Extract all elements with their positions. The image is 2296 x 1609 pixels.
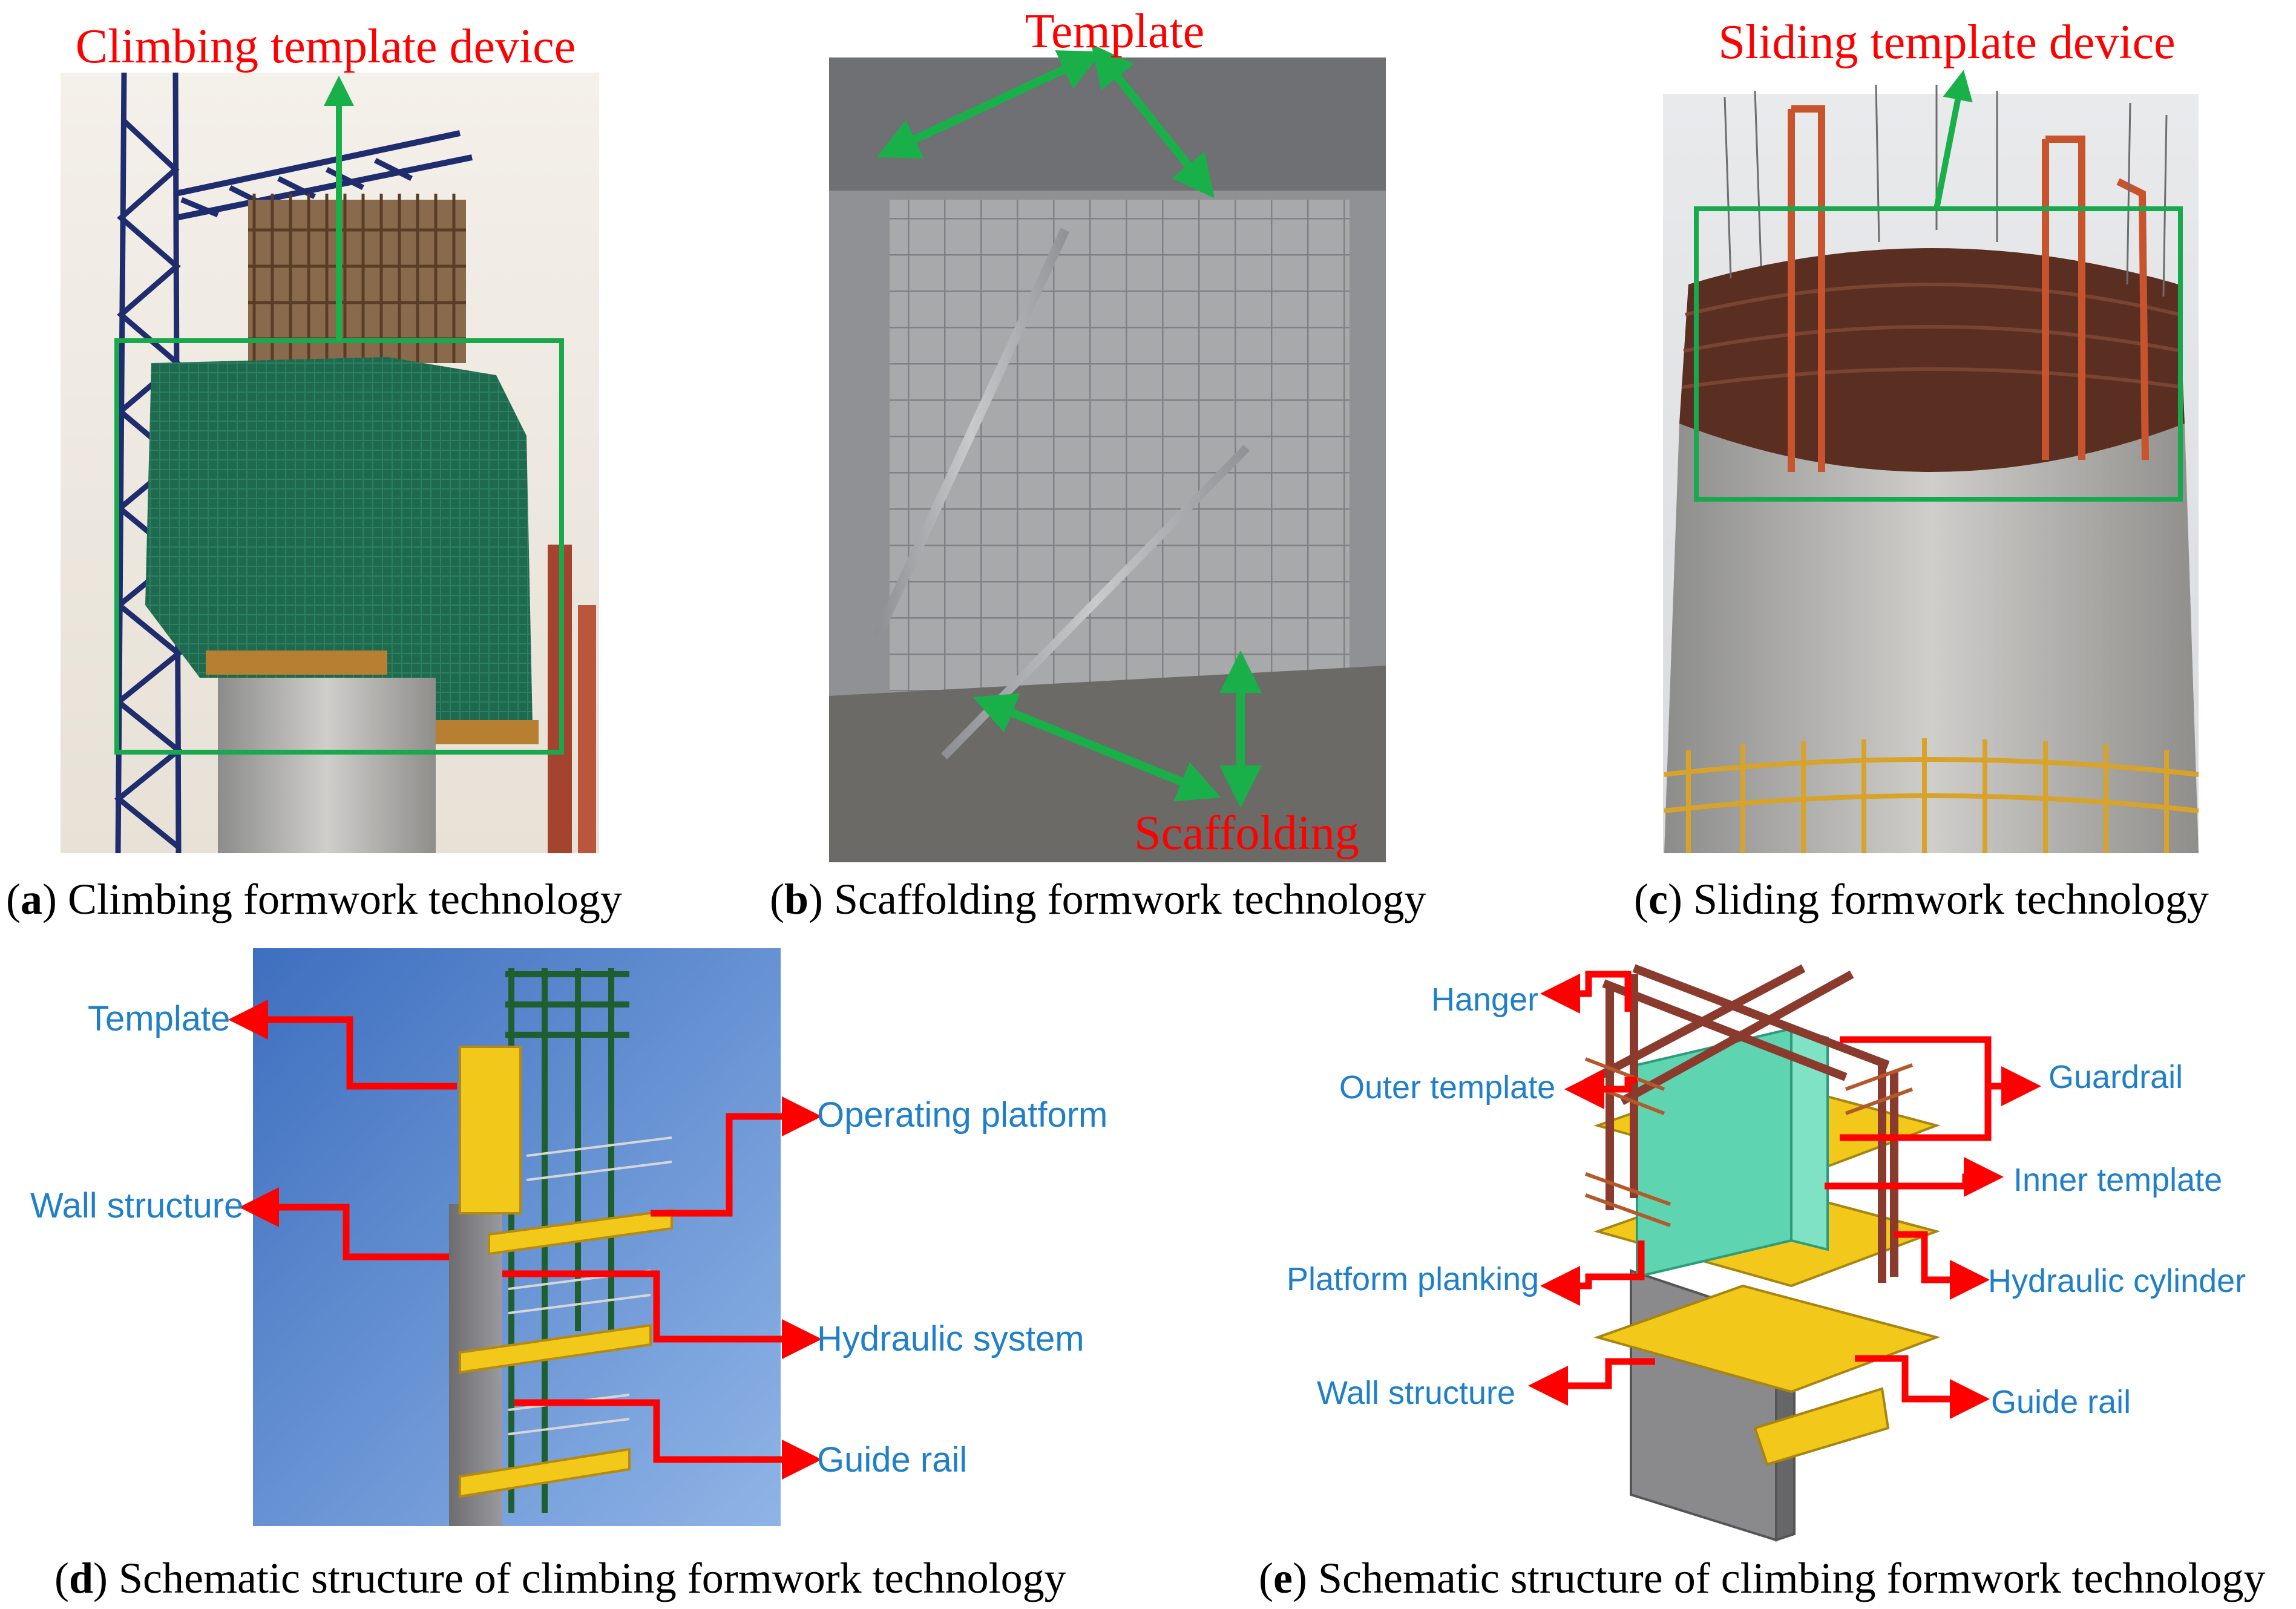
ceiling-formwork: [829, 57, 1386, 191]
rebar-lines: [1724, 84, 2168, 297]
caption-a: (a) Climbing formwork technology: [6, 875, 622, 923]
safety-net-formwork: [145, 357, 533, 726]
template-arrow-right: [1091, 44, 1215, 198]
device-arrow: [1934, 70, 1973, 209]
scaffolding-arrow-left: [973, 693, 1221, 802]
label-operating-platform: Operating platform: [817, 1095, 1107, 1135]
panel-c: Sliding template device (c) Sliding form…: [1634, 16, 2209, 923]
caption-e: (e) Schematic structure of climbing form…: [1259, 1554, 2266, 1602]
template-arrow-left: [876, 50, 1103, 159]
caption-d: (d) Schematic structure of climbing form…: [54, 1554, 1066, 1602]
label-climbing-template-device: Climbing template device: [76, 20, 576, 73]
formwork-ring-bands: [1681, 283, 2183, 389]
callout-lines: [1528, 971, 2021, 1419]
bamboo-scaffold: [1664, 738, 2199, 853]
platform-planks: [206, 650, 387, 675]
label-hydraulic-cylinder: Hydraulic cylinder: [1988, 1263, 2246, 1299]
label-wall-structure: Wall structure: [1317, 1375, 1515, 1411]
label-inner-template: Inner template: [2013, 1162, 2222, 1198]
label-template: Template: [1025, 5, 1204, 58]
label-wall-structure: Wall structure: [30, 1186, 243, 1225]
label-sliding-template-device: Sliding template device: [1718, 16, 2175, 69]
label-guide-rail: Guide rail: [817, 1440, 967, 1480]
template-panels: [1636, 1027, 1829, 1279]
caption-c: (c) Sliding formwork technology: [1634, 875, 2209, 923]
label-hydraulic-system: Hydraulic system: [817, 1319, 1084, 1358]
label-scaffolding: Scaffolding: [1134, 807, 1359, 860]
formwork-panel-grid: [890, 200, 1350, 732]
label-guide-rail: Guide rail: [1991, 1384, 2131, 1420]
rebar-cage: [248, 194, 466, 363]
hanger-frame: [1583, 964, 1898, 1283]
formwork-ring: [1679, 248, 2185, 472]
label-platform-planking: Platform planking: [1287, 1261, 1539, 1297]
panel-d: Template Operating platform Wall structu…: [30, 948, 1107, 1602]
caption-b: (b) Scaffolding formwork technology: [770, 875, 1426, 923]
panel-a: Climbing template device (a) Climbing fo…: [6, 20, 622, 923]
panel-e: Hanger Outer template Guardrail Inner te…: [1259, 932, 2266, 1602]
label-guardrail: Guardrail: [2048, 1059, 2183, 1095]
steel-frames: [1788, 105, 2149, 472]
guardrails: [1584, 1057, 1914, 1227]
label-template: Template: [88, 999, 230, 1038]
label-outer-template: Outer template: [1339, 1069, 1555, 1106]
chimney-shaft: [1664, 424, 2199, 853]
callout-lines: [228, 1000, 822, 1480]
climbing-unit: [459, 968, 673, 1513]
label-hanger: Hanger: [1431, 981, 1538, 1018]
concrete-pier: [218, 678, 436, 853]
panel-b: Template Scaffolding (b) Scaffolding for…: [770, 5, 1426, 923]
